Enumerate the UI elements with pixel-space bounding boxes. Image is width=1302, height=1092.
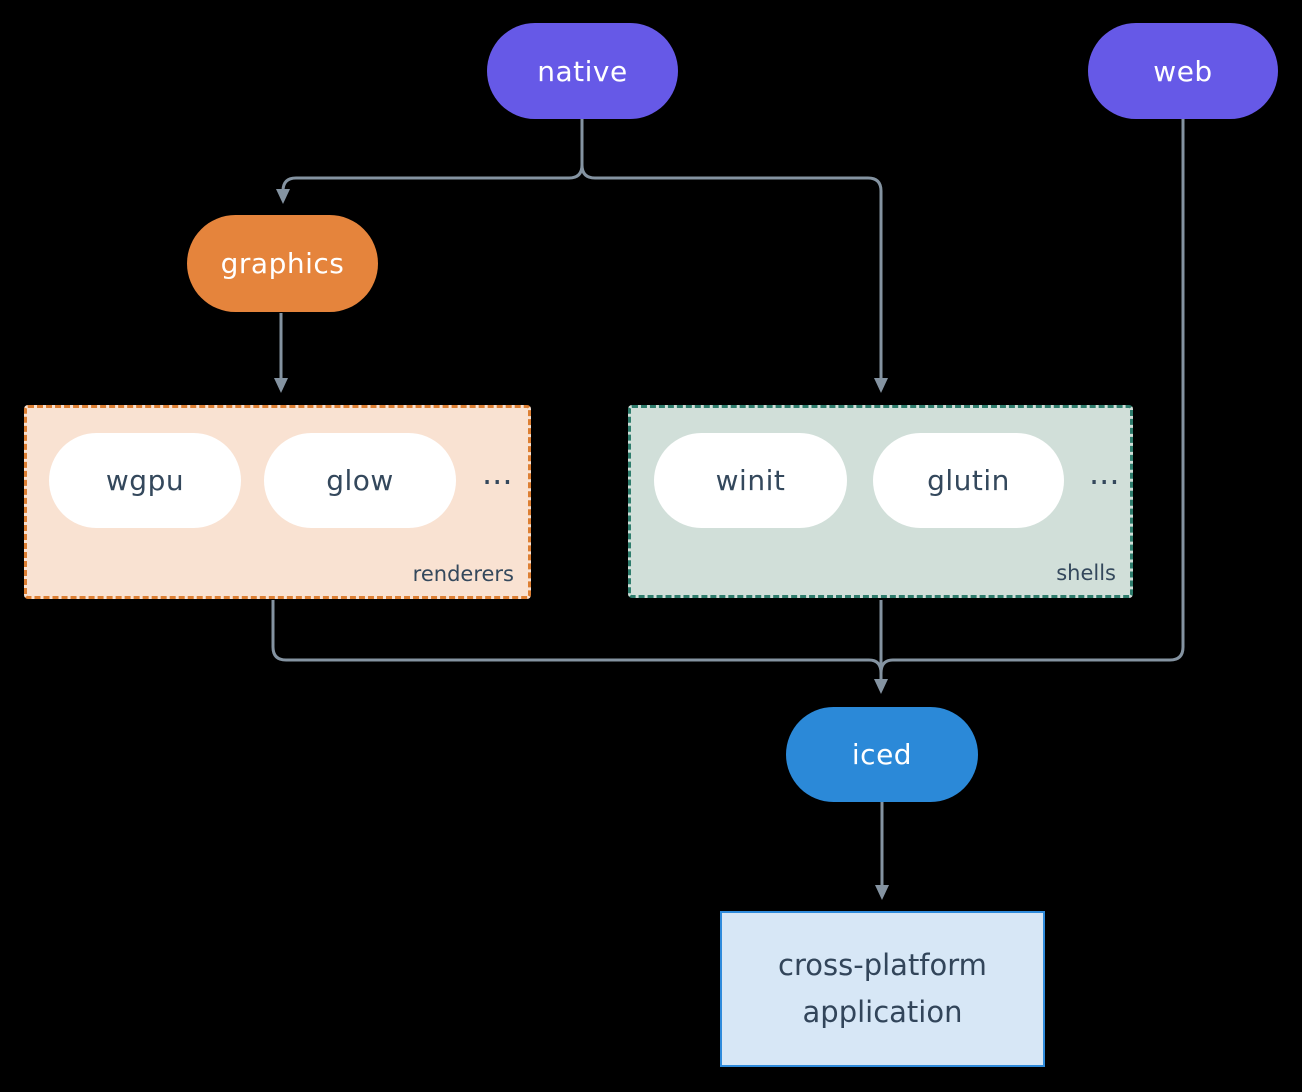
node-graphics: graphics bbox=[187, 215, 378, 312]
group-shells: winit glutin ... shells bbox=[628, 405, 1133, 598]
renderers-ellipsis: ... bbox=[482, 454, 513, 492]
node-iced: iced bbox=[786, 707, 978, 802]
edge-renderers-to-iced bbox=[271, 600, 883, 674]
shells-ellipsis: ... bbox=[1089, 454, 1120, 492]
application-label-line2: application bbox=[802, 995, 963, 1029]
node-glutin: glutin bbox=[873, 433, 1064, 528]
edge-native-to-shells bbox=[580, 119, 888, 393]
node-winit: winit bbox=[654, 433, 847, 528]
shells-label: shells bbox=[1056, 561, 1116, 585]
node-glow: glow bbox=[264, 433, 456, 528]
edge-native-to-graphics bbox=[276, 119, 584, 204]
node-native: native bbox=[487, 23, 678, 119]
application-label-line1: cross-platform bbox=[778, 948, 987, 983]
node-web: web bbox=[1088, 23, 1278, 119]
node-cross-platform-application: cross-platform application bbox=[720, 911, 1045, 1067]
node-wgpu: wgpu bbox=[49, 433, 241, 528]
renderers-label: renderers bbox=[412, 562, 514, 586]
group-renderers: wgpu glow ... renderers bbox=[24, 405, 531, 599]
